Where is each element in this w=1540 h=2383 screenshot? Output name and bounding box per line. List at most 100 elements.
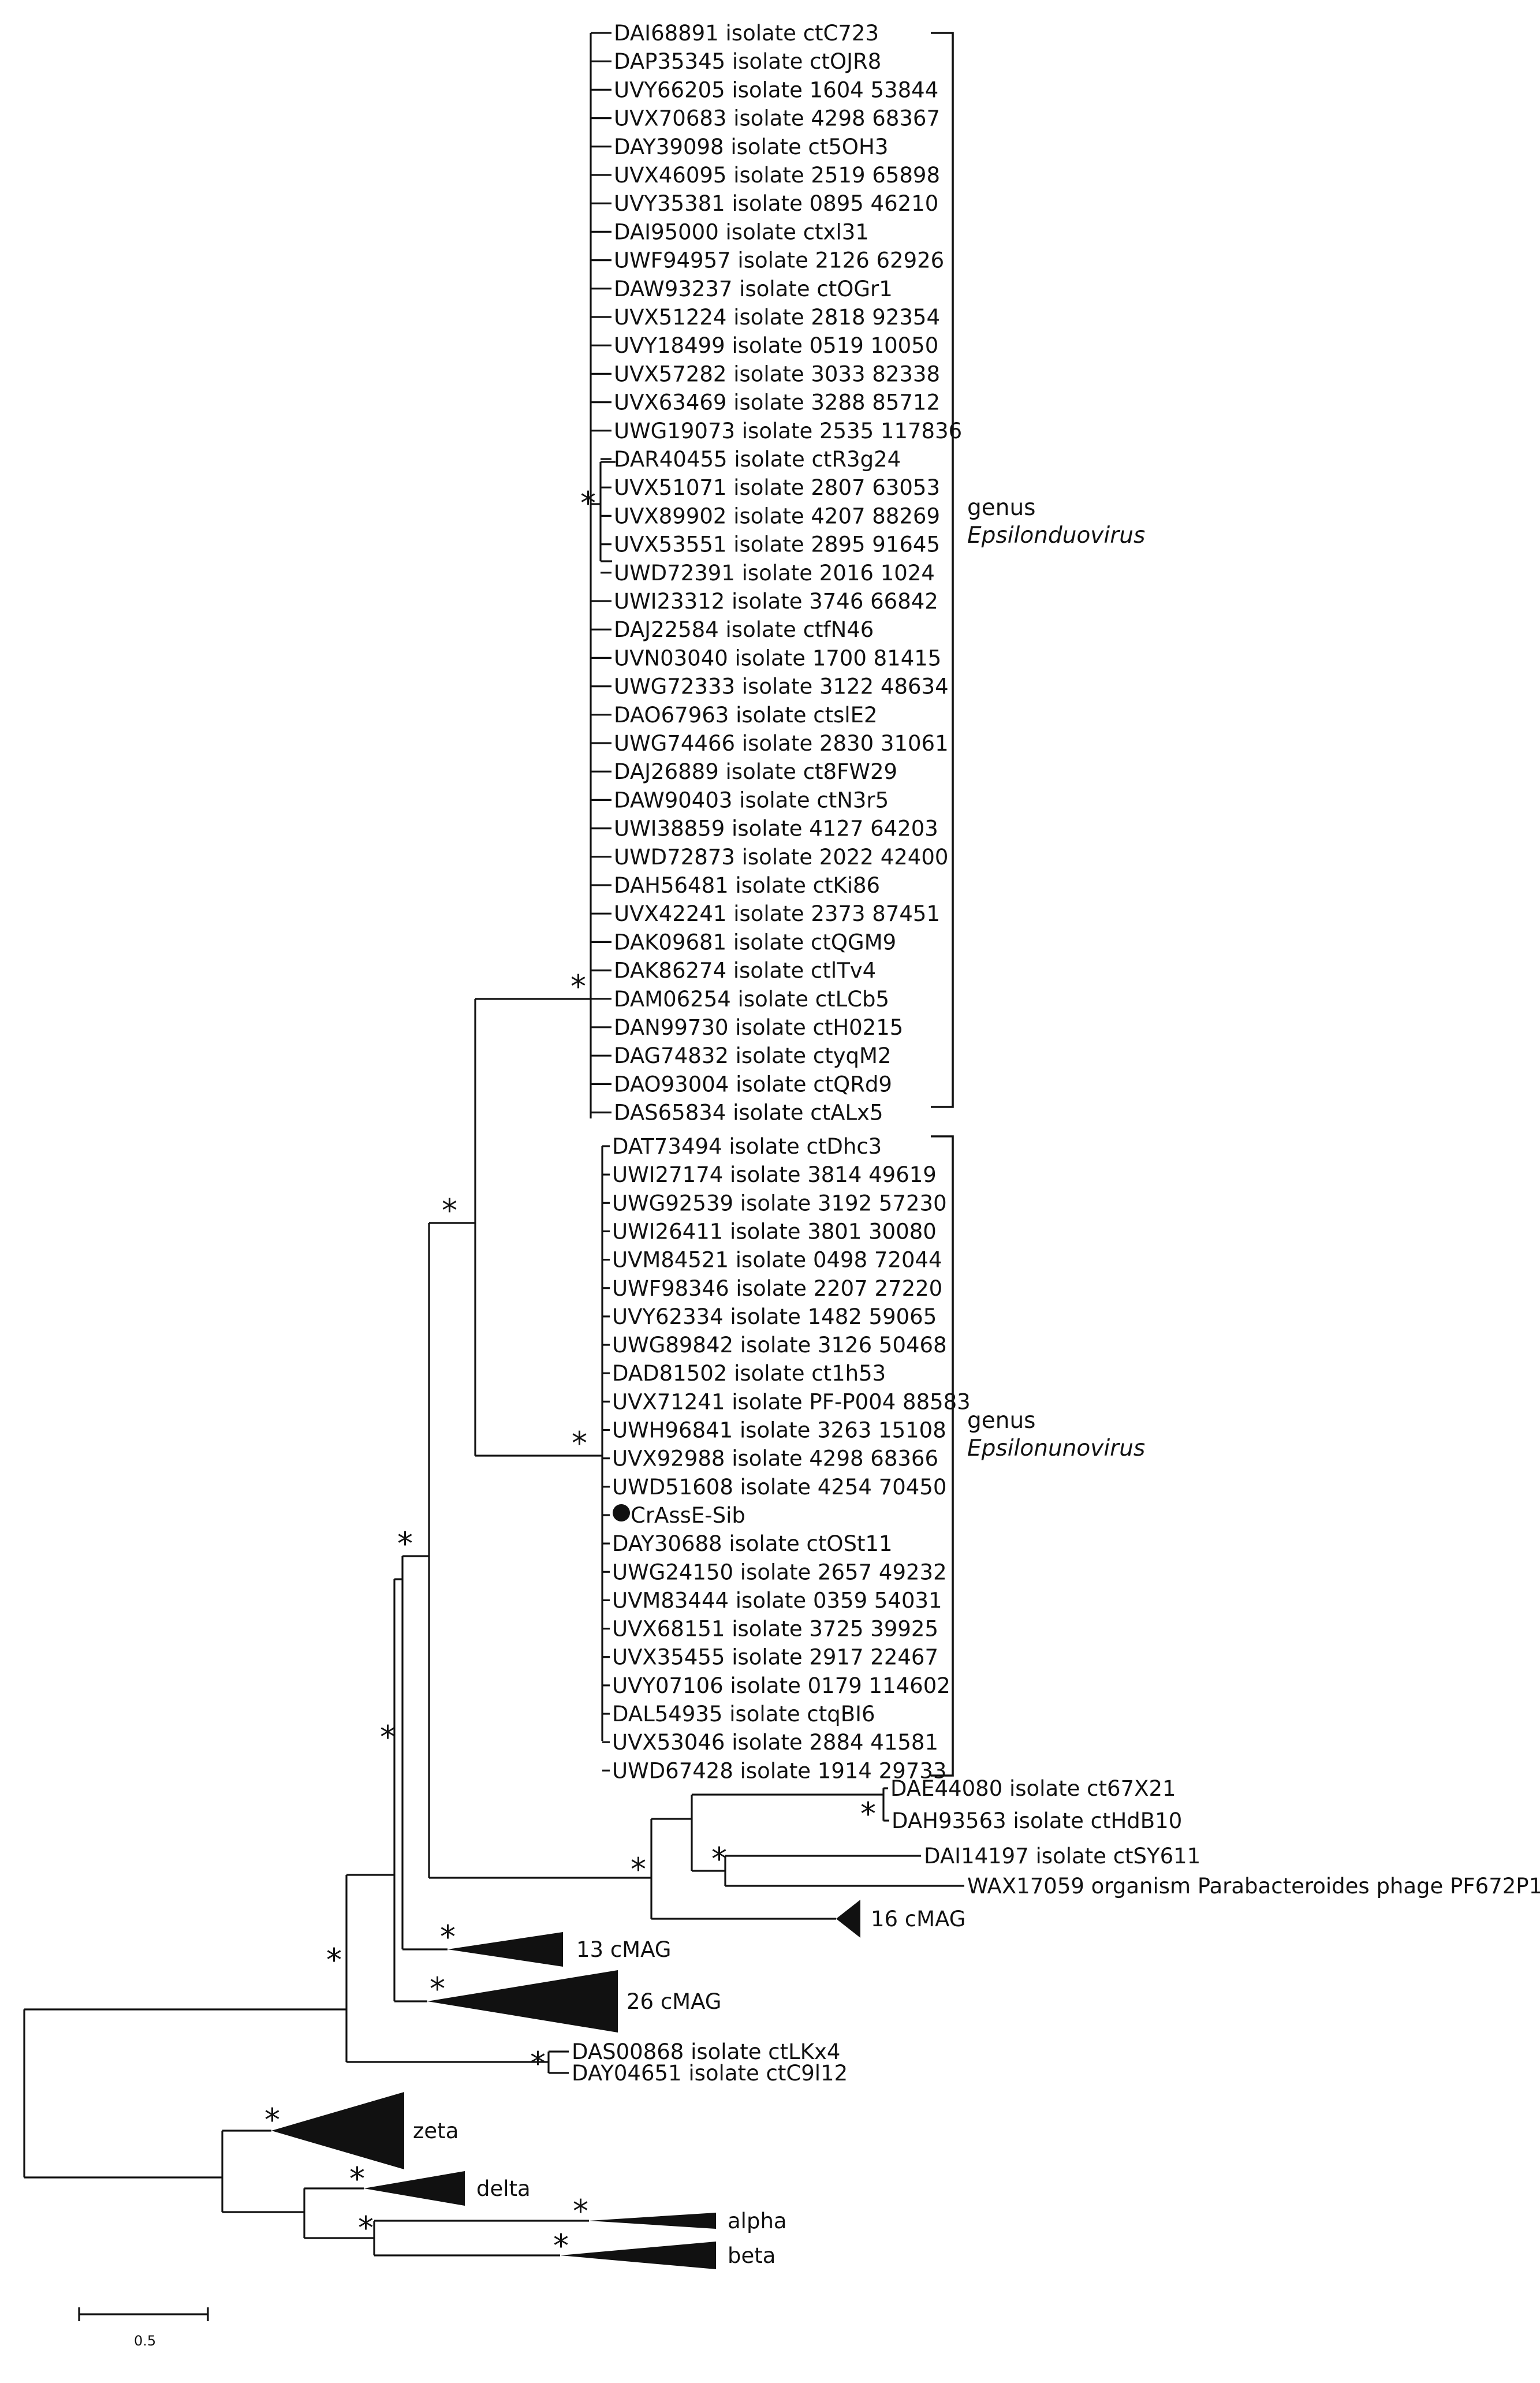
leaf-dah93563: DAH93563 isolate ctHdB10 [892,1808,1182,1833]
leaf-label: UWG89842 isolate 3126 50468 [612,1333,947,1358]
leaf-label: UWD67428 isolate 1914 29733 [612,1758,946,1783]
support-star: * [358,2210,374,2246]
leaf-label: UVX53551 isolate 2895 91645 [614,532,940,557]
support-star: * [440,1919,456,1955]
leaf-label: UWG92539 isolate 3192 57230 [612,1191,947,1215]
leaf-label: DAY39098 isolate ct5OH3 [614,135,888,159]
leaf-label: UWG74466 isolate 2830 31061 [614,731,949,756]
leaf-label: DAG74832 isolate ctyqM2 [614,1043,892,1068]
leaf-label: UVY66205 isolate 1604 53844 [614,77,938,102]
branch-root [23,2008,346,2179]
leaf-label: UVX53046 isolate 2884 41581 [612,1730,938,1755]
leaf-stubs [591,32,611,1772]
leaf-dai14197: DAI14197 isolate ctSY611 [924,1844,1200,1869]
leaf-label: UWI26411 isolate 3801 30080 [612,1219,937,1244]
leaf-label: UWH96841 isolate 3263 15108 [612,1418,946,1443]
leaf-label: UVX57282 isolate 3033 82338 [614,361,940,386]
branch-epsilonunovirus [475,1146,603,1741]
support-star: * [631,1851,646,1888]
branch-duo-subclade-r3 [591,461,616,562]
leaf-label: UWG72333 isolate 3122 48634 [614,674,949,699]
leaf-label: DAM06254 isolate ctLCb5 [614,987,889,1012]
leaf-label: UWI27174 isolate 3814 49619 [612,1162,937,1187]
scale-bar [78,2307,209,2321]
leaf-label: DAI95000 isolate ctxl31 [614,219,869,244]
genus-duo-word: genus [967,495,1036,521]
genus-uno-word: genus [967,1408,1036,1434]
branch-das-day [549,2050,569,2074]
leaf-label: UVY07106 isolate 0179 114602 [612,1673,950,1698]
leaf-label: UWF98346 isolate 2207 27220 [612,1276,942,1301]
support-star: * [530,2045,546,2082]
leaf-label: DAL54935 isolate ctqBI6 [612,1702,875,1726]
leaf-wax17059: WAX17059 organism Parabacteroides phage … [967,1874,1540,1899]
leaf-das00868: DAS00868 isolate ctLKx4 [572,2039,840,2064]
triangle-13-cmag [448,1932,563,1967]
triangle-alpha [589,2213,716,2229]
leaf-label: DAP35345 isolate ctOJR8 [614,49,881,74]
collapsed-clades [271,1900,860,2269]
leaf-dae44080: DAE44080 isolate ct67X21 [890,1776,1176,1801]
crasse-sib-marker [613,1504,630,1521]
branch-alpha-beta [373,2220,589,2257]
leaf-label: UVX89902 isolate 4207 88269 [614,504,940,528]
leaf-label: UVM84521 isolate 0498 72044 [612,1248,942,1273]
leaf-label: UWF94957 isolate 2126 62926 [614,248,944,273]
leaf-label: UVX35455 isolate 2917 22467 [612,1645,938,1670]
scale-label: 0.5 [134,2333,156,2349]
leaf-label: UVY35381 isolate 0895 46210 [614,191,938,216]
support-star: * [860,1796,876,1832]
leaf-label: DAW90403 isolate ctN3r5 [614,788,889,812]
leaf-label: DAR40455 isolate ctR3g24 [614,447,901,472]
leaf-label: DAD81502 isolate ct1h53 [612,1361,886,1386]
branch-epsilonduovirus [475,33,592,1118]
support-markers: * * * * * * * * * * * * * * * * * * [264,485,876,2264]
leaf-label: UWD72391 isolate 2016 1024 [614,561,935,586]
support-star: * [380,1719,396,1755]
branch-genera-pair [429,999,476,1456]
triangle-zeta [271,2092,404,2169]
genus-uno-name: Epsilonunovirus [967,1435,1145,1461]
leaf-label: UVX46095 isolate 2519 65898 [614,163,940,188]
leaf-label: UVM83444 isolate 0359 54031 [612,1588,942,1613]
leaf-label: UVY62334 isolate 1482 59065 [612,1304,937,1329]
leaf-label: DAS65834 isolate ctALx5 [614,1101,883,1125]
label-delta: delta [476,2176,531,2201]
branch-outgroup-c [724,1855,964,1887]
support-star: * [573,2193,588,2229]
support-star: * [711,1841,727,1877]
branch-node-26 [346,1579,396,2001]
leaf-label: UVX70683 isolate 4298 68367 [614,106,940,131]
tree-branches [23,33,964,2257]
leaf-label: UVX42241 isolate 2373 87451 [614,901,940,926]
leaf-day04651: DAY04651 isolate ctC9l12 [572,2061,848,2086]
support-star: * [553,2228,569,2264]
leaf-label: DAI68891 isolate ctC723 [614,21,879,46]
leaf-label: UVX51071 isolate 2807 63053 [614,475,940,500]
support-star: * [349,2161,365,2197]
branch-dae-dah [882,1787,889,1822]
triangle-delta [364,2171,465,2206]
branch-node-13 [394,1556,404,1949]
leaf-label: UWI38859 isolate 4127 64203 [614,816,938,841]
support-star: * [326,1942,342,1978]
support-star: * [572,1425,587,1461]
label-zeta: zeta [413,2119,458,2143]
leaf-label: UWD51608 isolate 4254 70450 [612,1475,946,1500]
leaf-label: DAT73494 isolate ctDhc3 [612,1134,882,1159]
leaf-label: UWD72873 isolate 2022 42400 [614,845,948,870]
leaf-label: DAK86274 isolate ctlTv4 [614,959,876,983]
leaf-label: DAH56481 isolate ctKi86 [614,873,880,898]
leaf-label: UVX92988 isolate 4298 68366 [612,1446,938,1471]
leaf-label: DAY30688 isolate ctOSt11 [612,1531,893,1556]
branch-ingroup [345,1875,550,2073]
triangle-26-cmag [427,1970,618,2033]
leaf-label: DAK09681 isolate ctQGM9 [614,930,896,954]
leaf-label: DAO93004 isolate ctQRd9 [614,1072,892,1097]
triangle-beta [560,2242,716,2269]
leaf-label: DAJ22584 isolate ctfN46 [614,617,874,642]
support-star: * [430,1971,445,2007]
leaf-label: UVX63469 isolate 3288 85712 [614,390,940,415]
